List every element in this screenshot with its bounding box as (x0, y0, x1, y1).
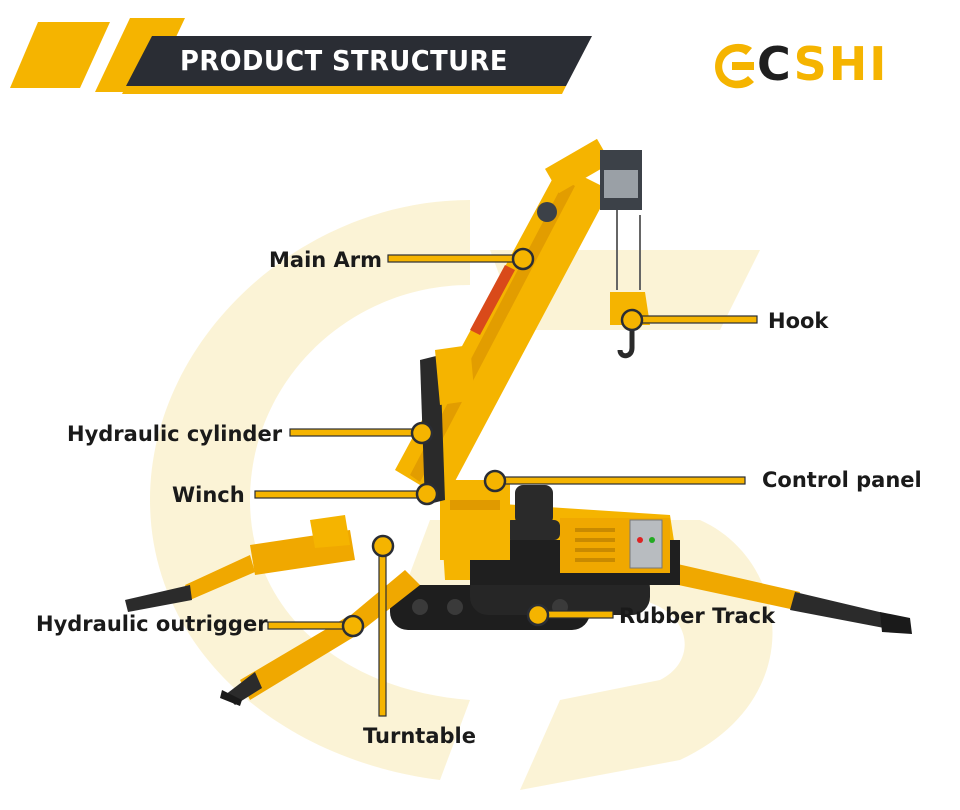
leader-line-hook (634, 315, 758, 324)
callout-dot-control-panel (483, 469, 507, 493)
leader-line-hydraulic-outrigger (267, 621, 354, 630)
label-hook: Hook (768, 309, 829, 333)
leader-line-winch (254, 490, 429, 499)
page-title: PRODUCT STRUCTURE (180, 44, 508, 77)
header-banner (10, 18, 592, 94)
leader-line-turntable (378, 545, 387, 717)
label-turntable: Turntable (363, 724, 476, 748)
callout-dot-turntable (371, 534, 395, 558)
callout-dot-hook (620, 308, 644, 332)
label-hydraulic-cylinder: Hydraulic cylinder (67, 422, 283, 446)
leader-line-control-panel (494, 476, 746, 485)
callout-dot-hydraulic-cylinder (410, 421, 434, 445)
callout-dot-main-arm (511, 247, 535, 271)
leader-line-rubber-track (537, 610, 614, 619)
operator-seat (505, 485, 560, 540)
callout-dot-winch (415, 482, 439, 506)
outrigger-rear-left (125, 515, 355, 612)
outrigger-rear-right (655, 560, 912, 634)
label-winch: Winch (172, 483, 245, 507)
brand-name-part2: SHI (793, 37, 889, 91)
brand-name-part1: C (757, 37, 794, 91)
label-rubber-track: Rubber Track (619, 604, 776, 628)
main-arm (395, 138, 642, 500)
callout-dot-hydraulic-outrigger (341, 614, 365, 638)
leader-line-hydraulic-cylinder (289, 428, 424, 437)
callout-dot-rubber-track (526, 603, 550, 627)
label-control-panel: Control panel (762, 468, 922, 492)
brand-mark-icon (715, 43, 754, 89)
label-hydraulic-outrigger: Hydraulic outrigger (36, 612, 268, 636)
brand-logo: CSHI (757, 36, 888, 92)
leader-line-main-arm (387, 254, 524, 263)
turntable (440, 480, 510, 560)
label-main-arm: Main Arm (269, 248, 383, 272)
